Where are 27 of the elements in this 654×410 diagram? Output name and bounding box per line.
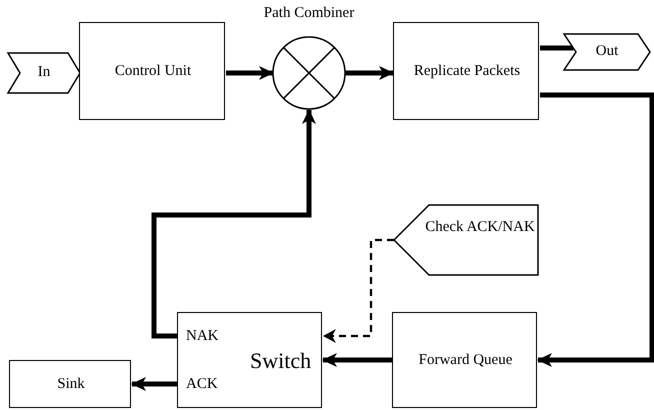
output-chevron (564, 34, 650, 70)
node-label: Out (594, 43, 620, 60)
node-label: In (36, 64, 52, 80)
heading: Path Combiner (262, 5, 356, 22)
check-tag (394, 205, 538, 275)
connector-line (540, 46, 574, 50)
arrow (152, 109, 316, 338)
input-chevron (8, 53, 80, 93)
process-box (79, 22, 225, 120)
switch-box (177, 312, 322, 408)
node-label: Control Unit (114, 63, 192, 80)
sink-box (9, 360, 131, 408)
arrow (345, 66, 394, 80)
node-label: Sink (56, 376, 86, 392)
title-label: Switch (250, 349, 312, 374)
arrow (537, 92, 654, 367)
dashed-arrow (323, 238, 394, 343)
node-label: Check ACK/NAK (424, 219, 536, 236)
node-label: Replicate Packets (412, 63, 522, 80)
arrow (322, 353, 392, 367)
port-label: ACK (186, 376, 219, 392)
arrow (131, 377, 177, 391)
process-box (392, 312, 537, 408)
process-box (393, 22, 539, 120)
arrow (226, 66, 274, 80)
node-label: Forward Queue (418, 352, 514, 368)
port-label: NAK (186, 328, 220, 344)
